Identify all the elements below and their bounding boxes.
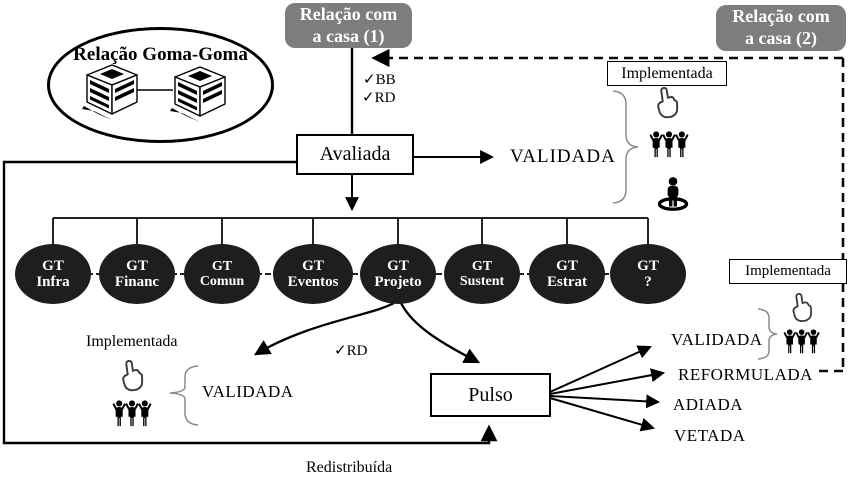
gt-label: GT [42, 257, 64, 274]
gt-label: GT [126, 257, 148, 274]
gt-unknown-node: GT ? [610, 244, 686, 304]
avaliada-label: Avaliada [319, 143, 391, 165]
validada-top-label: VALIDADA [510, 146, 616, 167]
implementada-left-label: Implementada [86, 333, 178, 350]
casa1-label-line2: a casa (1) [312, 25, 385, 46]
gt-label: ? [644, 274, 652, 290]
pointing-hand-icon [119, 358, 145, 393]
outcome-validada-label: VALIDADA [671, 330, 763, 349]
goma-goma-label: Relação Goma-Goma [73, 44, 248, 65]
gt-label: Comun [199, 274, 245, 289]
gt-eventos-node: GT Eventos [273, 244, 353, 304]
gt-label: Projeto [374, 274, 422, 290]
casa1-label-line1: Relação com [299, 3, 398, 24]
curly-brace-left [169, 365, 199, 426]
outcome-reformulada-label: REFORMULADA [678, 365, 813, 384]
gt-projeto-node: GT Projeto [360, 244, 436, 304]
implementada-right-box: Implementada [729, 259, 847, 284]
goma-goma-ellipse-node: Relação Goma-Goma [47, 27, 274, 143]
gt-bus-line [52, 217, 649, 246]
gt-label: GT [637, 257, 659, 274]
casa2-label-line1: Relação com [732, 6, 830, 27]
pointing-hand-icon [790, 291, 814, 324]
gt-label: GT [556, 257, 578, 274]
check-rd-label: ✓RD [362, 90, 396, 106]
pulso-node: Pulso [430, 373, 551, 417]
implementada-right-label: Implementada [745, 263, 831, 279]
pulso-to-adiada-arrow [549, 394, 661, 409]
pulso-to-vetada-arrow [549, 397, 656, 432]
gt-label: Infra [36, 274, 70, 290]
redistribuida-label: Redistribuída [306, 459, 393, 476]
check-bb-label: ✓BB [363, 72, 396, 88]
gt-comun-node: GT Comun [184, 244, 260, 304]
avaliada-node: Avaliada [296, 134, 414, 175]
validada-left-label: VALIDADA [202, 382, 294, 401]
group-people-icon [785, 329, 819, 353]
curly-brace-top-right [612, 90, 639, 204]
gt-sustent-node: GT Sustent [444, 244, 520, 304]
casa2-node: Relação com a casa (2) [716, 5, 846, 51]
outcome-vetada-label: VETADA [674, 426, 746, 445]
casa2-label-line2: a casa (2) [745, 28, 817, 48]
gt-label: GT [387, 257, 409, 274]
gt-infra-node: GT Infra [15, 244, 91, 304]
group-people-icon [114, 400, 151, 426]
person-on-base-icon [657, 175, 689, 211]
projeto-to-validada-curve [253, 301, 395, 356]
gt-financ-node: GT Financ [99, 244, 175, 304]
implementada-top-box: Implementada [607, 61, 727, 86]
outcome-adiada-label: ADIADA [673, 395, 744, 414]
pointing-hand-icon [654, 85, 680, 120]
check-rd-lower-label: ✓RD [334, 343, 368, 359]
gt-label: GT [302, 257, 324, 274]
pulso-to-validada-arrow [549, 345, 652, 393]
gt-estrat-node: GT Estrat [529, 244, 605, 304]
implementada-top-label: Implementada [621, 64, 713, 82]
pulso-label: Pulso [468, 383, 513, 406]
pulso-to-reformulada-arrow [549, 368, 666, 395]
gt-label: Sustent [459, 274, 505, 289]
projeto-to-pulso-curve [399, 302, 481, 364]
group-people-icon [651, 131, 688, 157]
gt-label: GT [211, 258, 233, 274]
casa1-node: Relação com a casa (1) [285, 3, 412, 48]
gt-label: Eventos [287, 274, 339, 290]
gt-label: GT [471, 258, 493, 274]
gt-label: Financ [114, 274, 160, 290]
gt-label: Estrat [547, 274, 587, 290]
curly-brace-mid-right [757, 308, 778, 360]
feedback-loop-to-pulso-line [2, 160, 498, 445]
